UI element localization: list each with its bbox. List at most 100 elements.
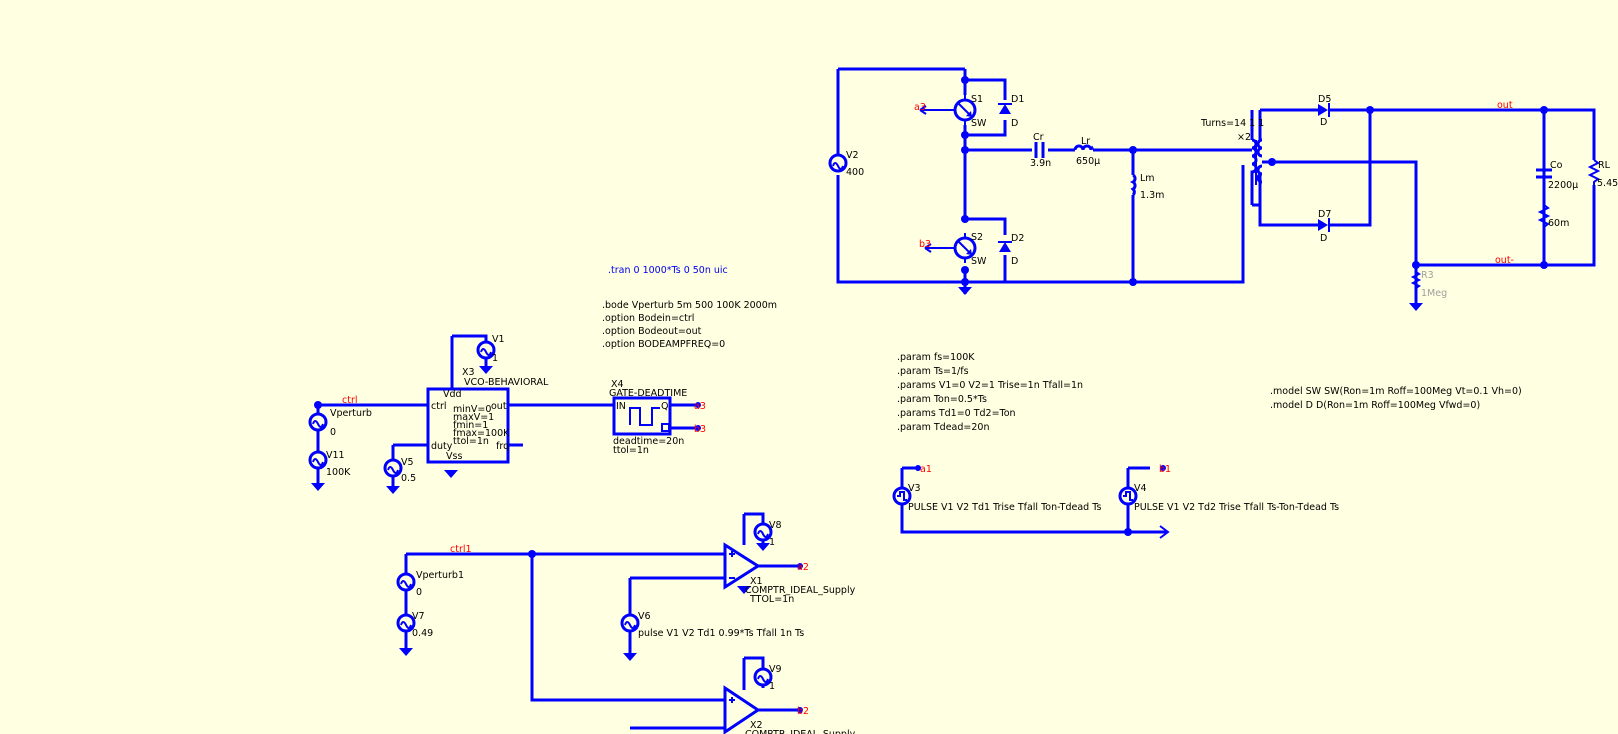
source-v5[interactable]: V5 0.5 — [383, 457, 416, 484]
directive-param-3[interactable]: .param Ton=0.5*Ts — [897, 394, 987, 405]
diode-d2[interactable]: D2 D — [998, 233, 1024, 267]
svg-text:0: 0 — [416, 587, 422, 598]
ground-icon — [737, 586, 751, 594]
wire-x1-supply[interactable] — [742, 512, 800, 568]
svg-text:COMPTR_IDEAL_Supply: COMPTR_IDEAL_Supply — [745, 729, 856, 734]
wire-d1[interactable] — [963, 69, 1007, 137]
svg-text:S1: S1 — [971, 94, 983, 105]
wire-secondary-bottom[interactable] — [1252, 110, 1372, 227]
wire-half-bridge[interactable] — [963, 80, 1007, 284]
net-label-a3: a3 — [694, 401, 706, 412]
wire-vco-out[interactable] — [508, 403, 614, 447]
wire-v6[interactable] — [628, 576, 725, 655]
wire-pulse[interactable] — [900, 466, 1166, 534]
net-label-ctrl: ctrl — [342, 395, 358, 406]
source-v6[interactable]: V6 pulse V1 V2 Td1 0.99*Ts Tfall 1n Ts — [620, 611, 804, 639]
source-v8[interactable]: V8 1 — [753, 520, 782, 548]
power-stage: V2 400 S1 SW a3 D1 D S2 — [828, 67, 1618, 311]
svg-text:×2: ×2 — [1237, 132, 1251, 143]
transformer-t1[interactable]: Turns=14 1 1 ×2 — [1200, 118, 1272, 205]
svg-text:minV=0: minV=0 — [453, 404, 491, 415]
gate-deadtime-block[interactable]: X4 GATE-DEADTIME IN Q deadtime=20n ttol=… — [609, 379, 687, 456]
source-vperturb[interactable]: Vperturb 0 — [308, 408, 372, 438]
wire-v2-loop[interactable] — [836, 67, 965, 284]
wire-ctrl[interactable] — [316, 403, 428, 485]
directive-param-4[interactable]: .params Td1=0 Td2=Ton — [897, 408, 1016, 419]
source-v2[interactable]: V2 400 — [828, 150, 864, 178]
svg-text:S2: S2 — [971, 232, 983, 243]
svg-text:100K: 100K — [326, 467, 351, 478]
svg-text:D2: D2 — [1011, 233, 1024, 244]
svg-text:3.9n: 3.9n — [1030, 158, 1051, 169]
resistor-r3[interactable]: R3 1Meg — [1410, 270, 1447, 299]
wire-ct[interactable] — [1272, 160, 1418, 305]
svg-text:D: D — [1320, 117, 1327, 128]
svg-text:fmin=1: fmin=1 — [453, 420, 488, 431]
svg-text:1.3m: 1.3m — [1140, 190, 1164, 201]
directive-param-0[interactable]: .param fs=100K — [897, 352, 975, 363]
directive-bode-3[interactable]: .option BODEAMPFREQ=0 — [602, 339, 725, 350]
resistor-esr[interactable]: 60m — [1537, 204, 1569, 229]
svg-text:400: 400 — [846, 167, 864, 178]
svg-text:D5: D5 — [1318, 94, 1331, 105]
directive-model-0[interactable]: .model SW SW(Ron=1m Roff=100Meg Vt=0.1 V… — [1270, 386, 1522, 397]
directive-param-2[interactable]: .params V1=0 V2=1 Trise=1n Tfall=1n — [897, 380, 1083, 391]
wire-secondary-top[interactable] — [1250, 108, 1546, 267]
source-v3[interactable]: V3 PULSE V1 V2 Td1 Trise Tfall Ton-Tdead… — [892, 464, 1101, 513]
svg-text:V8: V8 — [769, 520, 782, 531]
source-v11[interactable]: V11 100K — [308, 450, 351, 478]
source-v9[interactable]: V9 1 — [753, 664, 782, 692]
ground-icon — [399, 648, 413, 656]
svg-text:D7: D7 — [1318, 209, 1331, 220]
directive-model-1[interactable]: .model D D(Ron=1m Roff=100Meg Vfwd=0) — [1270, 400, 1480, 411]
source-v4[interactable]: V4 PULSE V1 V2 Td2 Trise Tfall Ts-Ton-Td… — [1118, 464, 1339, 513]
spice-directives: .tran 0 1000*Ts 0 50n uic .bode Vperturb… — [602, 265, 1522, 433]
diode-d7[interactable]: D7 D — [1318, 209, 1331, 244]
net-label-ctrl1: ctrl1 — [450, 544, 472, 555]
svg-text:Lm: Lm — [1140, 173, 1155, 184]
ground-icon — [1409, 303, 1423, 311]
wire-lm[interactable] — [965, 150, 1245, 284]
source-v7[interactable]: V7 0.49 — [396, 611, 433, 639]
svg-text:V5: V5 — [401, 457, 414, 468]
capacitor-cr[interactable]: Cr 3.9n — [1030, 132, 1051, 169]
directive-bode-1[interactable]: .option Bodein=ctrl — [602, 313, 694, 324]
svg-text:650µ: 650µ — [1076, 156, 1100, 167]
svg-text:PULSE V1 V2 Td1 Trise Tfall To: PULSE V1 V2 Td1 Trise Tfall Ton-Tdead Ts — [908, 502, 1101, 513]
svg-text:a2: a2 — [797, 562, 809, 573]
svg-text:maxV=1: maxV=1 — [453, 412, 494, 423]
svg-text:5.45: 5.45 — [1597, 178, 1618, 189]
directive-tran[interactable]: .tran 0 1000*Ts 0 50n uic — [608, 265, 728, 276]
directive-param-1[interactable]: .param Ts=1/fs — [897, 366, 969, 377]
svg-text:Cr: Cr — [1033, 132, 1044, 143]
directive-param-5[interactable]: .param Tdead=20n — [897, 422, 989, 433]
wire-ctrl1-branch[interactable] — [530, 554, 725, 702]
svg-text:SW: SW — [971, 256, 987, 267]
capacitor-co[interactable]: Co 2200µ — [1536, 160, 1578, 191]
wire-x2-supply[interactable] — [742, 656, 800, 712]
svg-text:SW: SW — [971, 118, 987, 129]
svg-text:D1: D1 — [1011, 94, 1024, 105]
directive-bode-2[interactable]: .option Bodeout=out — [602, 326, 702, 337]
directive-bode-0[interactable]: .bode Vperturb 5m 500 100K 2000m — [602, 300, 777, 311]
wire-ctrl1[interactable] — [404, 552, 725, 650]
svg-text:RL: RL — [1598, 160, 1611, 171]
switch-s1[interactable]: S1 SW a3 — [914, 94, 987, 129]
diode-d5[interactable]: D5 D — [1318, 94, 1331, 128]
diode-d1[interactable]: D1 D — [998, 94, 1024, 129]
inductor-lm[interactable]: Lm 1.3m — [1129, 173, 1164, 201]
inductor-lr[interactable]: Lr 650µ — [1073, 136, 1100, 167]
source-vperturb1[interactable]: Vperturb1 0 — [396, 570, 464, 598]
svg-text:b1: b1 — [1159, 464, 1171, 475]
svg-text:ttol=1n: ttol=1n — [613, 445, 649, 456]
source-v1[interactable]: V1 1 — [476, 334, 505, 364]
wire-output[interactable] — [1542, 108, 1596, 267]
comparator-x2[interactable]: X2 COMPTR_IDEAL_Supply b2 — [723, 685, 856, 734]
switch-s2[interactable]: S2 SW b3 — [919, 232, 987, 267]
svg-text:D: D — [1320, 233, 1327, 244]
comparator-x1[interactable]: X1 COMPTR_IDEAL_Supply TTOL=1n a2 — [723, 542, 856, 605]
svg-text:2200µ: 2200µ — [1548, 180, 1578, 191]
resistor-rl[interactable]: RL 5.45 — [1587, 159, 1618, 189]
vco-behavioral-block[interactable]: X3 VCO-BEHAVIORAL Vdd ctrl out duty frq … — [426, 367, 549, 464]
